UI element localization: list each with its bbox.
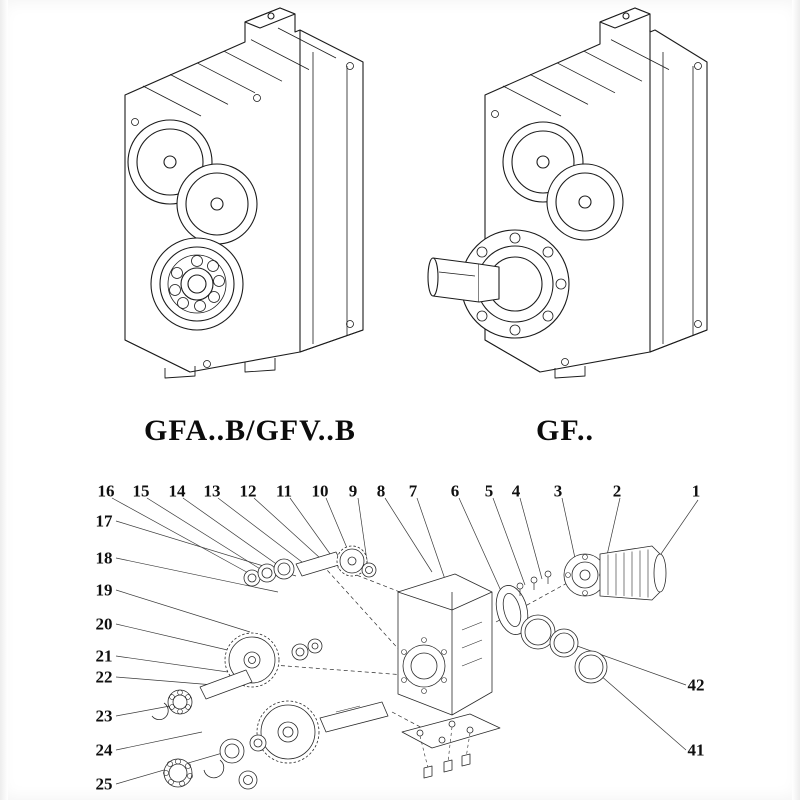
snap-ring [152,703,168,720]
cooling-fins [503,40,669,116]
part-callout: 18 [95,548,113,568]
base-plate-and-bolts [402,714,500,778]
figure-label-gf: GF.. [536,414,594,447]
part-callout: 21 [95,646,113,666]
output-cover-parts [491,571,607,683]
figure-gfab-gfvb: GFA..B/GFV..B [95,0,405,470]
output-bearing [151,238,243,330]
snap-ring [204,760,224,778]
part-callout: 9 [348,481,358,501]
exploded-view-drawing [0,480,800,800]
part-callout: 4 [511,481,521,501]
part-callout: 23 [95,706,113,726]
corner-screws [132,63,354,368]
part-callout: 41 [687,740,705,760]
input-pinion-shaft [296,552,342,576]
exploded-parts-diagram: 16 15 14 13 12 11 10 9 8 7 6 5 4 3 2 1 1… [0,480,800,800]
part-callout: 3 [553,481,563,501]
part-callout: 24 [95,740,113,760]
part-callout: 20 [95,614,113,634]
corner-screws [492,63,702,366]
part-callout: 22 [95,667,113,687]
base-feet [485,340,585,378]
part-callout: 6 [450,481,460,501]
output-shaft [320,702,388,732]
gear-housing [398,574,492,715]
cover-bolts [517,571,551,596]
intermediate-gear-assembly [152,633,322,720]
part-callout: 8 [376,481,386,501]
part-callout: 10 [311,481,329,501]
output-shaft [428,258,499,302]
part-callout: 15 [132,481,150,501]
part-callout: 42 [687,675,705,695]
part-callout: 13 [203,481,221,501]
cooling-fins [143,28,336,116]
gearbox-iso-drawing-gf [415,0,715,400]
input-bores [128,120,257,244]
part-callout: 14 [168,481,186,501]
output-shaft-assembly [163,701,388,789]
part-callout: 5 [484,481,494,501]
page-edge-shade-left [0,0,8,800]
part-callout: 7 [408,481,418,501]
figure-label-gfab-gfvb: GFA..B/GFV..B [144,414,356,447]
eyebolt-hole [268,13,274,19]
input-shaft-assembly [244,546,376,586]
part-callout: 16 [97,481,115,501]
part-callout: 2 [612,481,622,501]
base-feet [125,340,275,378]
figure-gf: GF.. [415,0,715,470]
input-bores [503,122,623,240]
input-adapter-motor [564,546,666,600]
eyebolt-hole [623,13,629,19]
gearbox-iso-drawing-gfab [95,0,405,400]
part-callout: 25 [95,774,113,794]
part-callout: 17 [95,511,113,531]
part-callout: 19 [95,580,113,600]
intermediate-shaft [200,670,252,699]
part-callout: 1 [691,481,701,501]
part-callout: 11 [275,481,293,501]
part-callout: 12 [239,481,257,501]
